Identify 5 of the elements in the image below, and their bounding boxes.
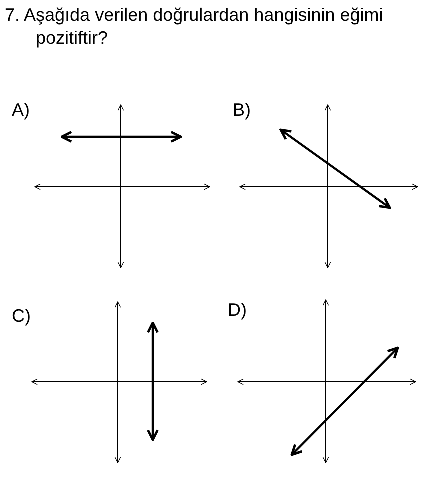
option-label: D)	[228, 300, 247, 321]
option-label: B)	[233, 100, 251, 121]
question-text: 7. Aşağıda verilen doğrulardan hangisinin eğimi pozitiftir?	[5, 4, 384, 50]
option-label: A)	[12, 100, 30, 121]
option-label: C)	[12, 306, 31, 327]
